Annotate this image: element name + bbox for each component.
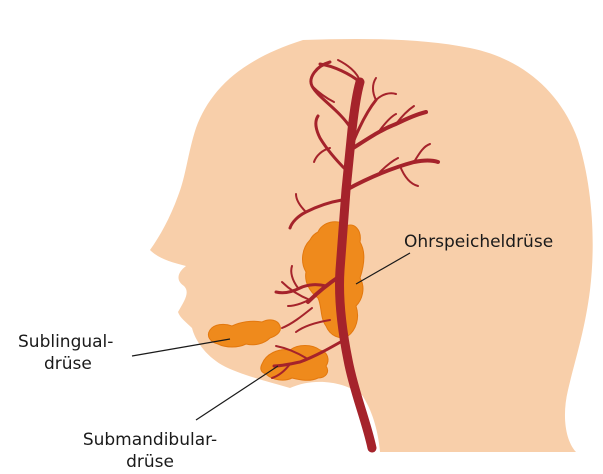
- label-sublingual-line1: Sublingual-: [18, 332, 113, 352]
- leader-line-submandibular: [196, 366, 278, 420]
- label-sublingual-gland: Sublingual- drüse: [18, 331, 113, 375]
- label-parotid-gland: Ohrspeicheldrüse: [404, 231, 553, 253]
- label-submandibular-line1: Submandibular-: [60, 429, 240, 451]
- label-submandibular-gland: Submandibular- drüse: [60, 429, 240, 473]
- label-sublingual-line2: drüse: [18, 353, 113, 375]
- label-submandibular-line2: drüse: [60, 451, 240, 473]
